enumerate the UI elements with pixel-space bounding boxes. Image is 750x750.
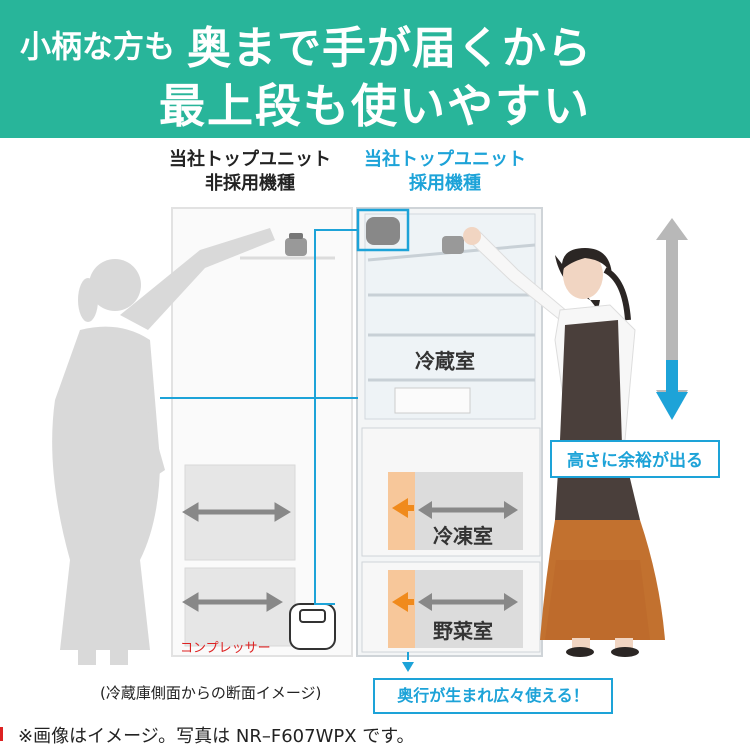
woman-figure	[463, 227, 665, 657]
footnote: ※画像はイメージ。写真は NR–F607WPX です。	[18, 726, 415, 747]
height-callout: 高さに余裕が出る	[550, 440, 720, 478]
headline-banner: 小柄な方も奥まで手が届くから 最上段も使いやすい	[0, 0, 750, 138]
left-column-line-1: 当社トップユニット	[169, 149, 331, 170]
vegetable-drawer	[388, 570, 523, 648]
headline-line-2: 最上段も使いやすい	[159, 79, 591, 133]
compressor-label: コンプレッサー	[180, 641, 271, 656]
right-column-label: 当社トップユニット 採用機種	[345, 148, 545, 196]
silhouette-woman	[52, 228, 275, 665]
headline-line-1: 小柄な方も奥まで手が届くから	[20, 12, 740, 74]
freezer-drawer	[388, 472, 523, 550]
headline-big-text: 奥まで手が届くから	[187, 23, 592, 74]
left-pot-icon	[285, 233, 307, 256]
footnote-marker	[0, 727, 3, 741]
freezer-room-label: 冷凍室	[433, 524, 493, 548]
left-column-label: 当社トップユニット 非採用機種	[150, 148, 350, 196]
left-drawer-arrows	[182, 502, 291, 612]
connector-lines	[160, 229, 409, 660]
headline-small-text: 小柄な方も	[20, 29, 175, 66]
depth-pointer-icon	[402, 662, 414, 672]
height-arrow	[656, 218, 688, 420]
depth-callout: 奥行が生まれ広々使える！	[373, 678, 613, 714]
left-column-line-2: 非採用機種	[205, 173, 295, 194]
compressor-icon	[289, 603, 336, 650]
vegetable-room-label: 野菜室	[433, 619, 493, 643]
section-note: (冷蔵庫側面からの断面イメージ)	[100, 684, 322, 702]
right-pot-icon	[442, 236, 464, 254]
left-fridge-outline	[171, 207, 353, 657]
fridge-room-label: 冷蔵室	[415, 349, 475, 373]
right-column-line-1: 当社トップユニット	[364, 149, 526, 170]
right-column-line-2: 採用機種	[409, 173, 481, 194]
